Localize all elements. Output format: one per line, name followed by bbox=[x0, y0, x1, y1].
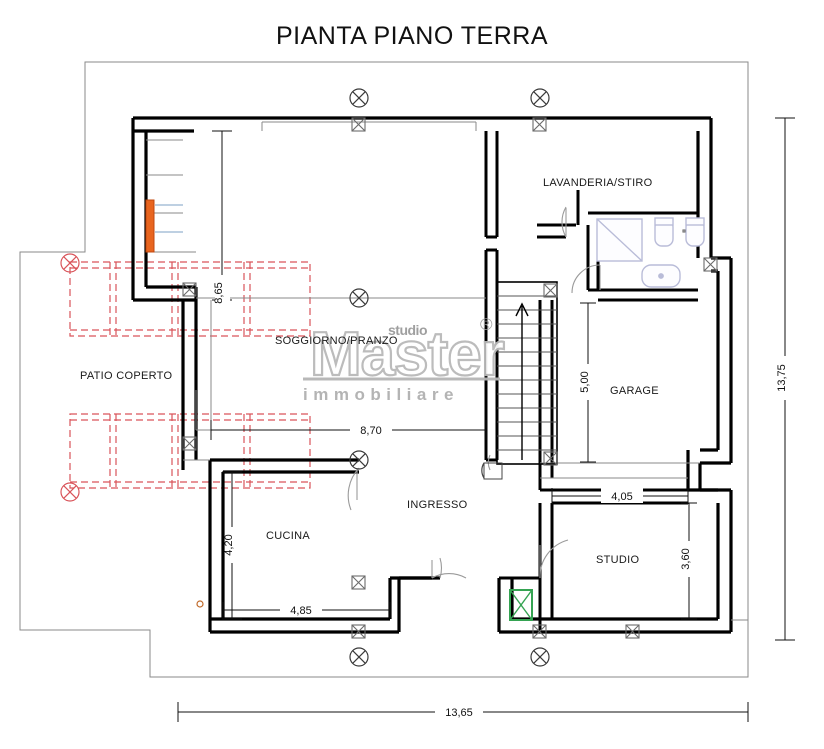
window-marker bbox=[532, 117, 547, 132]
stair-direction-arrow bbox=[515, 302, 529, 460]
room-labels: PATIO COPERTO SOGGIORNO/PRANZO LAVANDERI… bbox=[80, 177, 659, 566]
window-markers bbox=[182, 117, 718, 639]
bathroom-fixtures bbox=[596, 217, 705, 288]
room-label-ingresso: INGRESSO bbox=[407, 499, 468, 511]
dim-label-360: 3,60 bbox=[680, 548, 692, 569]
door-swings bbox=[347, 206, 569, 579]
window-marker bbox=[351, 117, 366, 132]
door-leaf-orange bbox=[145, 199, 155, 253]
drain-symbol bbox=[349, 88, 369, 108]
watermark-registered-icon: ® bbox=[480, 315, 493, 334]
bathroom-door-swing bbox=[571, 264, 601, 294]
drain-symbol bbox=[349, 647, 369, 667]
dim-label-1375: 13,75 bbox=[776, 364, 788, 392]
dim-label-1365: 13,65 bbox=[445, 707, 473, 719]
drain-symbol bbox=[530, 647, 550, 667]
watermark-studio-text: studio bbox=[388, 322, 427, 338]
page-title: PIANTA PIANO TERRA bbox=[275, 22, 549, 50]
drain-symbols bbox=[349, 88, 550, 667]
window-marker bbox=[625, 624, 640, 639]
bidet-fixture bbox=[685, 217, 705, 247]
drain-symbol bbox=[349, 450, 369, 470]
patio-paving-grid bbox=[69, 261, 311, 489]
dim-label-865: 8,65 bbox=[213, 282, 225, 303]
misc-details bbox=[196, 122, 477, 608]
window-marker bbox=[543, 283, 558, 298]
window-marker bbox=[543, 451, 558, 466]
dim-line-865 bbox=[212, 130, 232, 301]
room-label-lavanderia: LAVANDERIA/STIRO bbox=[543, 177, 653, 189]
window-marker bbox=[182, 282, 197, 297]
site-boundary bbox=[19, 61, 749, 678]
window-marker bbox=[682, 229, 686, 233]
staircase bbox=[481, 281, 558, 480]
dim-label-870: 8,70 bbox=[360, 425, 381, 437]
room-label-garage: GARAGE bbox=[610, 385, 659, 397]
room-label-studio: STUDIO bbox=[596, 554, 639, 566]
dim-label-485: 4,85 bbox=[290, 605, 311, 617]
window-marker bbox=[182, 436, 197, 451]
dim-label-420: 4,20 bbox=[223, 534, 235, 555]
window-glazing-west bbox=[155, 204, 183, 233]
shower-fixture bbox=[596, 218, 643, 262]
drain-symbol bbox=[530, 88, 550, 108]
room-label-soggiorno: SOGGIORNO/PRANZO bbox=[275, 335, 398, 347]
room-label-cucina: CUCINA bbox=[266, 530, 310, 542]
window-marker bbox=[703, 257, 718, 272]
dim-line-870 bbox=[210, 420, 487, 440]
column-symbol-upper bbox=[60, 253, 80, 273]
sink-fixture bbox=[641, 264, 681, 288]
room-label-patio: PATIO COPERTO bbox=[80, 370, 172, 382]
door-marker-green bbox=[509, 589, 533, 621]
patio-column-symbols bbox=[60, 253, 80, 502]
window-marker bbox=[532, 624, 547, 639]
watermark-sub-text: immobiliare bbox=[303, 385, 459, 404]
window-marker bbox=[351, 575, 366, 590]
column-symbol-lower bbox=[60, 482, 80, 502]
drain-symbol bbox=[349, 288, 369, 308]
dim-label-500: 5,00 bbox=[579, 371, 591, 392]
wc-fixture bbox=[654, 217, 674, 247]
watermark-logo: Master studio ® immobiliare bbox=[303, 315, 507, 404]
dimension-labels: 8,65 8,70 4,20 4,85 5,00 4,05 3,60 13,65… bbox=[213, 275, 793, 719]
window-marker bbox=[351, 624, 366, 639]
dim-label-405: 4,05 bbox=[611, 491, 632, 503]
